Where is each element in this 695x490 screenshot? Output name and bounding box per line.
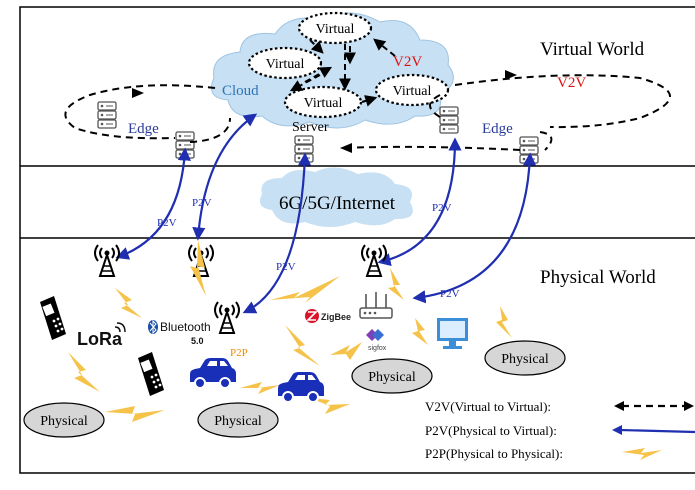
mobile-phone-icon bbox=[138, 352, 164, 396]
bluetooth-logo: Bluetooth 5.0 bbox=[148, 319, 211, 346]
virtual-node: Virtual bbox=[297, 11, 373, 45]
server-icon bbox=[97, 101, 117, 129]
cell-tower-icon bbox=[361, 244, 387, 277]
svg-text:Physical: Physical bbox=[40, 414, 88, 429]
edge-label-right: Edge bbox=[482, 121, 513, 137]
svg-text:5.0: 5.0 bbox=[191, 336, 204, 346]
svg-text:LoRa: LoRa bbox=[77, 329, 123, 349]
mobile-phone-icon bbox=[40, 296, 66, 340]
virtual-world-label: Virtual World bbox=[540, 39, 645, 60]
p2v-label: P2V bbox=[432, 202, 452, 214]
lora-logo: LoRa bbox=[77, 322, 126, 349]
v2v-label-cloud: V2V bbox=[393, 54, 422, 70]
v2v-cloud-links bbox=[289, 38, 396, 107]
server-icon bbox=[439, 106, 459, 134]
cell-tower-icon bbox=[94, 244, 120, 277]
legend-v2v-symbol bbox=[614, 401, 694, 411]
legend-p2v-symbol bbox=[612, 425, 695, 435]
edge-label-left: Edge bbox=[128, 121, 159, 137]
svg-text:Virtual: Virtual bbox=[316, 22, 355, 37]
physical-node: Physical bbox=[197, 402, 279, 438]
legend: V2V(Virtual to Virtual): P2V(Physical to… bbox=[425, 399, 695, 461]
diagram-frame bbox=[19, 6, 695, 474]
monitor-icon bbox=[437, 318, 468, 349]
svg-text:Bluetooth: Bluetooth bbox=[160, 320, 211, 334]
legend-p2v-label: P2V(Physical to Virtual): bbox=[425, 423, 557, 438]
svg-text:sigfox: sigfox bbox=[368, 345, 387, 352]
p2v-label: P2V bbox=[192, 197, 212, 209]
p2v-label: P2V bbox=[157, 217, 177, 229]
v2v-arrowhead bbox=[505, 70, 517, 80]
p2v-label: P2V bbox=[276, 261, 296, 273]
svg-text:Virtual: Virtual bbox=[393, 84, 432, 99]
p2p-lightning-links bbox=[68, 240, 512, 422]
legend-p2p-label: P2P(Physical to Physical): bbox=[425, 446, 563, 461]
svg-text:Virtual: Virtual bbox=[266, 57, 305, 72]
p2v-links bbox=[115, 113, 537, 314]
network-label: 6G/5G/Internet bbox=[279, 193, 396, 214]
p2p-label: P2P bbox=[230, 347, 248, 359]
car-icon bbox=[277, 371, 325, 403]
cell-tower-icon bbox=[214, 301, 240, 334]
server-label: Server bbox=[292, 120, 329, 135]
sigfox-logo: sigfox bbox=[366, 329, 387, 352]
v2v-arrowhead bbox=[340, 143, 352, 153]
legend-p2p-symbol bbox=[622, 448, 662, 460]
physical-node: Physical bbox=[351, 358, 433, 394]
router-icon bbox=[359, 292, 393, 319]
virtual-node: Virtual bbox=[283, 85, 363, 119]
physical-world-label: Physical World bbox=[540, 267, 656, 288]
v2v-arrowhead bbox=[132, 88, 144, 98]
svg-text:Physical: Physical bbox=[368, 370, 416, 385]
virtual-node: Virtual bbox=[247, 46, 323, 80]
p2v-label: P2V bbox=[440, 288, 460, 300]
physical-node: Physical bbox=[484, 340, 566, 376]
svg-text:Virtual: Virtual bbox=[304, 96, 343, 111]
cloud-label: Cloud bbox=[222, 83, 259, 99]
v2v-label-right: V2V bbox=[557, 75, 586, 91]
legend-v2v-label: V2V(Virtual to Virtual): bbox=[425, 399, 551, 414]
zigbee-logo: ZigBee bbox=[305, 309, 351, 323]
svg-text:Physical: Physical bbox=[214, 414, 262, 429]
svg-text:ZigBee: ZigBee bbox=[321, 312, 351, 322]
svg-text:Physical: Physical bbox=[501, 352, 549, 367]
virtual-node: Virtual bbox=[374, 73, 450, 107]
car-icon bbox=[189, 357, 237, 389]
physical-node: Physical bbox=[23, 402, 105, 438]
